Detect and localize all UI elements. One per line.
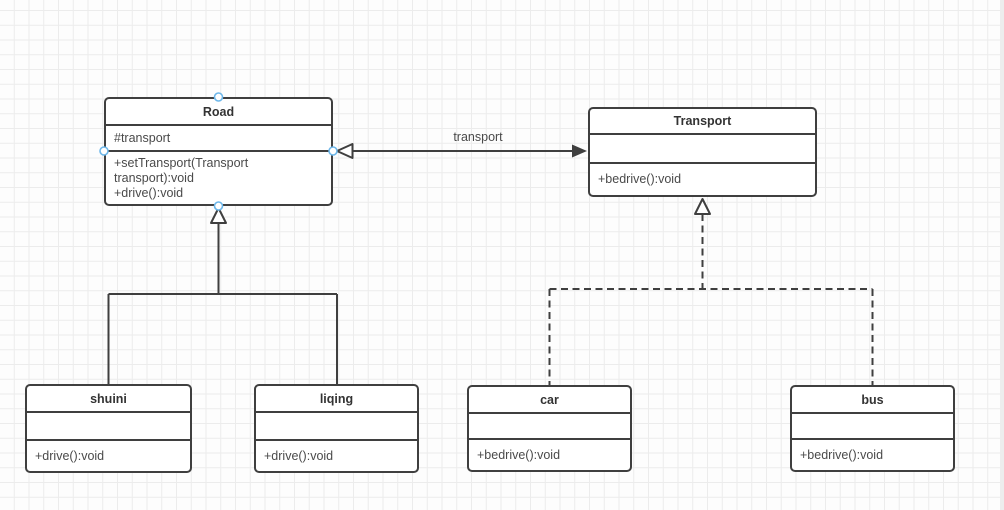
class-title: liqing — [256, 386, 417, 413]
class-methods-section: +bedrive():void — [590, 164, 815, 195]
method-item: +setTransport(Transport transport):void — [114, 155, 249, 185]
class-attributes-section — [27, 413, 190, 441]
class-title: Road — [106, 99, 331, 126]
class-box-road[interactable]: Road #transport +setTransport(Transport … — [104, 97, 333, 206]
method-item: +bedrive():void — [800, 447, 884, 462]
generalization-lines[interactable] — [107, 223, 338, 384]
class-attributes-section: #transport — [106, 126, 331, 152]
class-methods-section: +drive():void — [27, 441, 190, 471]
class-box-transport[interactable]: Transport +bedrive():void — [588, 107, 817, 197]
method-item: +bedrive():void — [598, 172, 682, 186]
class-box-shuini[interactable]: shuini +drive():void — [25, 384, 192, 473]
association-hollow-triangle-end — [336, 143, 354, 159]
realization-lines[interactable] — [548, 214, 874, 385]
class-title: car — [469, 387, 630, 414]
class-attributes-section — [792, 414, 953, 440]
class-attributes-section — [469, 414, 630, 440]
class-box-bus[interactable]: bus +bedrive():void — [790, 385, 955, 472]
class-methods-section: +bedrive():void — [469, 440, 630, 470]
method-item: +drive():void — [35, 448, 105, 463]
method-item: +drive():void — [114, 185, 184, 200]
class-title: Transport — [590, 109, 815, 135]
realization-tree-transport[interactable] — [548, 198, 874, 385]
class-attributes-section — [590, 135, 815, 164]
association-road-transport[interactable] — [336, 143, 587, 159]
attribute-item: #transport — [114, 130, 171, 145]
class-methods-section: +setTransport(Transport transport):void … — [106, 152, 331, 204]
class-title: bus — [792, 387, 953, 414]
method-item: +bedrive():void — [477, 447, 561, 462]
association-filled-arrow-end — [572, 144, 587, 158]
inheritance-triangle-road — [210, 207, 227, 224]
class-box-liqing[interactable]: liqing +drive():void — [254, 384, 419, 473]
method-item: +drive():void — [264, 448, 334, 463]
class-title: shuini — [27, 386, 190, 413]
generalization-tree-road[interactable] — [107, 207, 338, 384]
class-attributes-section — [256, 413, 417, 441]
class-methods-section: +drive():void — [256, 441, 417, 471]
association-label[interactable]: transport — [453, 130, 503, 144]
class-box-car[interactable]: car +bedrive():void — [467, 385, 632, 472]
inheritance-triangle-transport — [694, 198, 711, 215]
canvas-right-edge — [1000, 0, 1004, 510]
class-methods-section: +bedrive():void — [792, 440, 953, 470]
